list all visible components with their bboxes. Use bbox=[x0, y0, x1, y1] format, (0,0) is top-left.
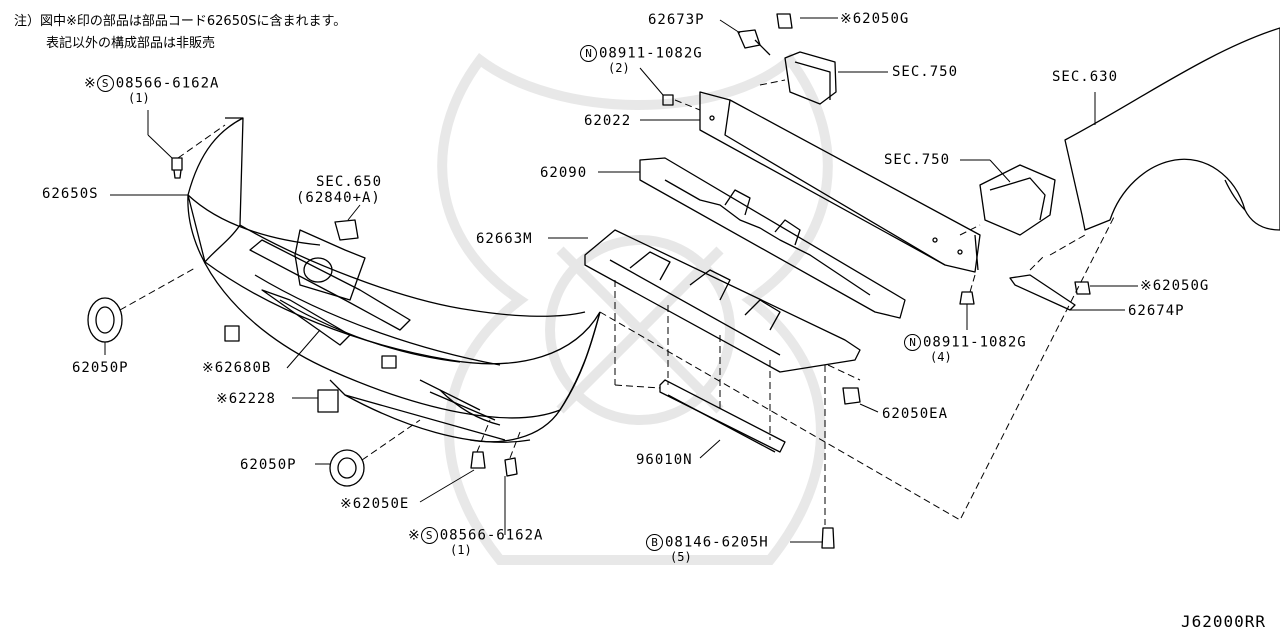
label-sec750-mid[interactable]: SEC.750 bbox=[884, 152, 951, 168]
note-line-1: 注）図中※印の部品は部品コード62650Sに含まれます。 bbox=[14, 14, 347, 29]
label-sec650[interactable]: SEC.650 bbox=[316, 174, 383, 190]
label-sec750-top[interactable]: SEC.750 bbox=[892, 64, 959, 80]
circle-s-icon: S bbox=[420, 527, 438, 544]
circle-s-icon: S bbox=[96, 75, 114, 92]
qty-08566-bottom: (1) bbox=[450, 543, 472, 557]
part-number: 08146-6205H bbox=[665, 534, 769, 551]
qty-08566-top: (1) bbox=[128, 91, 150, 105]
label-62050P-bottom[interactable]: 62050P bbox=[240, 457, 297, 473]
grille-emblem bbox=[224, 219, 411, 413]
energy-absorber-62090 bbox=[639, 157, 906, 319]
prefix-mark: ※ bbox=[408, 527, 421, 544]
label-62050G-bottom[interactable]: ※62050G bbox=[1140, 278, 1210, 294]
note-line-2: 表記以外の構成部品は非販売 bbox=[46, 36, 216, 51]
prefix-mark: ※ bbox=[84, 75, 97, 92]
leader-lines bbox=[104, 17, 1138, 543]
fender-sec630 bbox=[1064, 27, 1280, 231]
label-96010N[interactable]: 96010N bbox=[636, 452, 693, 468]
label-62680B[interactable]: ※62680B bbox=[202, 360, 272, 376]
label-62050G-top[interactable]: ※62050G bbox=[840, 11, 910, 27]
label-62050P-left[interactable]: 62050P bbox=[72, 360, 129, 376]
part-number: 08566-6162A bbox=[439, 527, 544, 544]
label-62228[interactable]: ※62228 bbox=[216, 391, 276, 407]
part-number: 08911-1082G bbox=[923, 334, 1027, 351]
bracket-sec750 bbox=[784, 51, 1056, 236]
circle-n-icon: N bbox=[580, 45, 597, 62]
circle-n-icon: N bbox=[904, 334, 921, 351]
label-62663M[interactable]: 62663M bbox=[476, 231, 533, 247]
label-62050E[interactable]: ※62050E bbox=[340, 496, 410, 512]
dashed-lines bbox=[119, 79, 1116, 525]
label-62022[interactable]: 62022 bbox=[584, 113, 632, 129]
bracket-62674P bbox=[1009, 274, 1076, 311]
diagram-code: J62000RR bbox=[1180, 612, 1266, 631]
label-62050EA[interactable]: 62050EA bbox=[882, 406, 949, 422]
part-number: 08911-1082G bbox=[599, 45, 703, 62]
lower-cover-62663M bbox=[584, 229, 861, 373]
sensor-62673P bbox=[737, 29, 771, 56]
label-62090[interactable]: 62090 bbox=[540, 165, 588, 181]
label-sec630[interactable]: SEC.630 bbox=[1052, 69, 1119, 85]
part-number: 08566-6162A bbox=[115, 75, 220, 92]
label-62650S[interactable]: 62650S bbox=[42, 186, 99, 202]
strip-96010N bbox=[659, 379, 786, 453]
qty-08146: (5) bbox=[670, 550, 692, 564]
watermark bbox=[437, 52, 833, 565]
label-sec650-sub: (62840+A) bbox=[296, 190, 381, 206]
label-62673P[interactable]: 62673P bbox=[648, 12, 705, 28]
reinforcement-beam-62022 bbox=[699, 91, 981, 273]
circle-b-icon: B bbox=[646, 534, 663, 551]
bumper-fascia-62650S bbox=[187, 117, 601, 443]
qty-08911-top: (2) bbox=[608, 61, 630, 75]
label-62674P[interactable]: 62674P bbox=[1128, 303, 1185, 319]
qty-08911-bottom: (4) bbox=[930, 350, 952, 364]
